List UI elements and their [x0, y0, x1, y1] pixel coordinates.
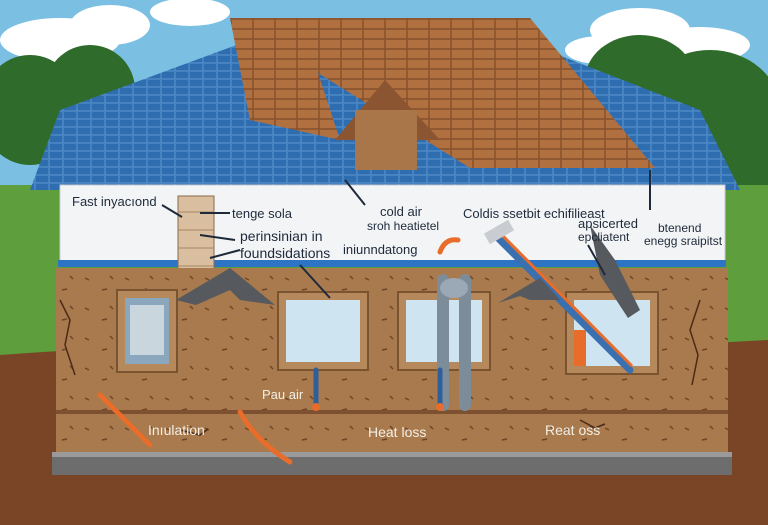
dormer-face: [355, 110, 417, 170]
footing: [52, 455, 732, 475]
floor-line: [56, 410, 728, 414]
label-cold-air-2: sroh heatietel: [367, 220, 439, 233]
label-heat-loss-2: Reat oss: [545, 423, 600, 438]
label-tenge-sola: tenge sola: [232, 207, 292, 221]
label-pau-air: Pau air: [262, 388, 303, 402]
window-4: [566, 292, 658, 374]
label-btenend-2: enegg sraipitst: [644, 235, 722, 248]
footing-top: [52, 452, 732, 457]
insulation-strip-blue: [58, 260, 726, 267]
label-heat-insulation: Fast inyacıond: [72, 195, 157, 209]
window-1: [117, 290, 177, 372]
label-apsicted-2: epcliatent: [578, 231, 629, 244]
label-cold-air-1: cold air: [380, 205, 422, 219]
label-insulation-bottom: Inıulation: [148, 423, 205, 438]
label-foundation-1: perinsinian in: [240, 229, 323, 244]
window-2: [278, 292, 368, 370]
label-foundation-2: foundsidations: [240, 246, 330, 261]
label-insulation-mid: iniunndatong: [343, 243, 417, 257]
label-heat-loss-1: Heat loss: [368, 425, 426, 440]
